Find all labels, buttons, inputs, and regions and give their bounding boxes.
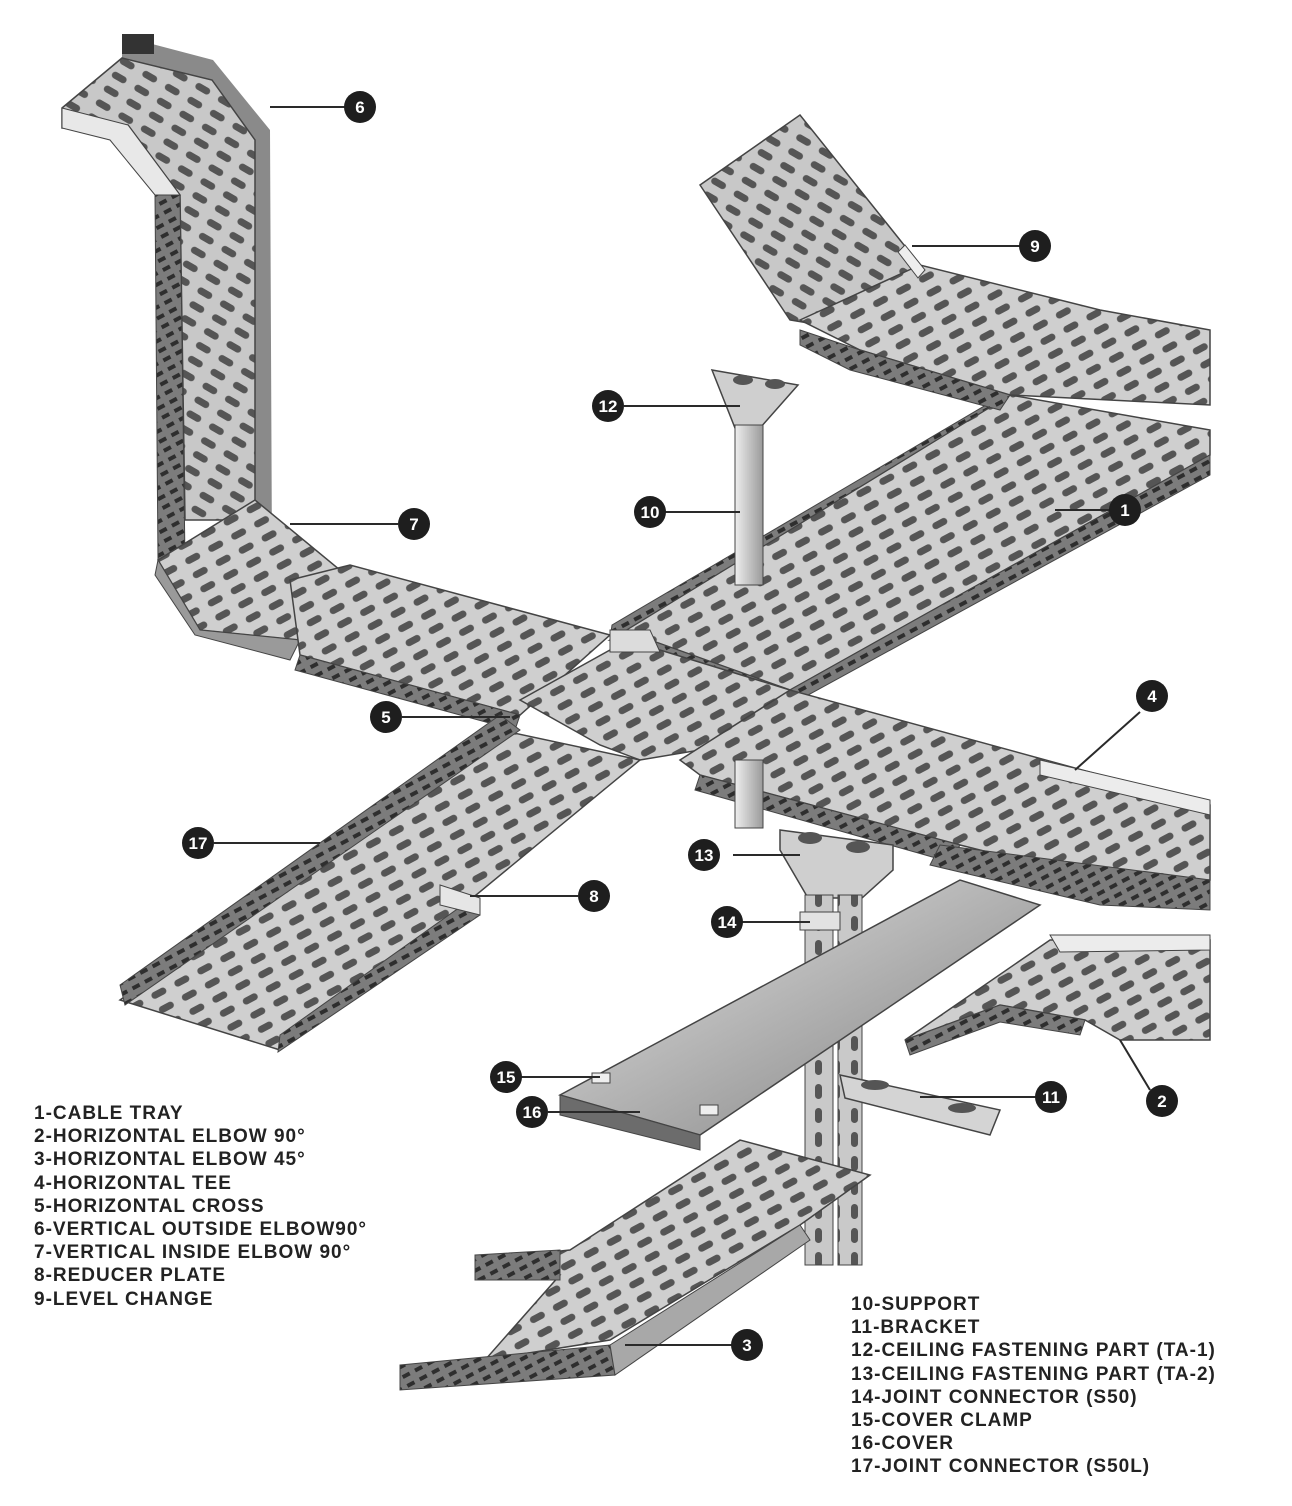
svg-text:11: 11 xyxy=(1042,1088,1060,1107)
svg-text:4: 4 xyxy=(1147,687,1157,706)
horizontal-elbow-90 xyxy=(904,934,1211,1056)
legend-item: 9-LEVEL CHANGE xyxy=(34,1288,214,1310)
svg-text:10: 10 xyxy=(641,503,660,522)
svg-text:1: 1 xyxy=(1120,501,1129,520)
legend-left: 1-CABLE TRAY 2-HORIZONTAL ELBOW 90° 3-HO… xyxy=(34,1102,367,1311)
callout-7: 7 xyxy=(398,508,430,540)
legend-item: 6-VERTICAL OUTSIDE ELBOW90° xyxy=(34,1219,368,1241)
legend-item: 2-HORIZONTAL ELBOW 90° xyxy=(34,1126,306,1148)
svg-text:13: 13 xyxy=(695,846,714,865)
support-upper xyxy=(710,369,800,829)
callout-15: 15 xyxy=(490,1061,522,1093)
callout-10: 10 xyxy=(634,496,666,528)
legend-item: 3-HORIZONTAL ELBOW 45° xyxy=(34,1149,306,1171)
legend-item: 16-COVER xyxy=(851,1433,955,1455)
callout-3: 3 xyxy=(731,1329,763,1361)
legend-item: 14-JOINT CONNECTOR (S50) xyxy=(851,1386,1138,1408)
callout-16: 16 xyxy=(516,1096,548,1128)
legend-item: 7-VERTICAL INSIDE ELBOW 90° xyxy=(34,1242,352,1264)
callout-8: 8 xyxy=(578,880,610,912)
svg-text:16: 16 xyxy=(523,1103,542,1122)
level-change xyxy=(698,113,1211,411)
callout-5: 5 xyxy=(370,701,402,733)
legend-item: 17-JOINT CONNECTOR (S50L) xyxy=(851,1456,1151,1478)
legend-item: 5-HORIZONTAL CROSS xyxy=(34,1195,265,1217)
svg-text:2: 2 xyxy=(1157,1092,1166,1111)
tray-lower-left xyxy=(118,714,642,1054)
svg-text:9: 9 xyxy=(1030,237,1039,256)
legend-item: 12-CEILING FASTENING PART (TA-1) xyxy=(851,1340,1216,1362)
callout-6: 6 xyxy=(344,91,376,123)
bracket xyxy=(839,1074,1002,1136)
legend-item: 10-SUPPORT xyxy=(851,1294,981,1315)
callout-14: 14 xyxy=(711,906,743,938)
cable-tray-main xyxy=(607,384,1211,706)
svg-text:14: 14 xyxy=(718,913,737,932)
vertical-elbow-section xyxy=(61,34,272,561)
svg-text:7: 7 xyxy=(409,515,418,534)
legend-item: 1-CABLE TRAY xyxy=(34,1103,184,1124)
legend-item: 4-HORIZONTAL TEE xyxy=(34,1172,232,1194)
svg-text:15: 15 xyxy=(497,1068,516,1087)
callout-1: 1 xyxy=(1109,494,1141,526)
legend-item: 13-CEILING FASTENING PART (TA-2) xyxy=(851,1363,1216,1385)
legend-item: 15-COVER CLAMP xyxy=(851,1410,1033,1432)
svg-text:6: 6 xyxy=(355,98,364,117)
leader-lines xyxy=(214,106,1151,1346)
svg-text:8: 8 xyxy=(589,887,598,906)
callout-13: 13 xyxy=(688,839,720,871)
cover xyxy=(558,879,1042,1151)
callout-12: 12 xyxy=(592,390,624,422)
callout-4: 4 xyxy=(1136,680,1168,712)
callout-11: 11 xyxy=(1035,1081,1067,1113)
legend-right: 10-SUPPORT 11-BRACKET 12-CEILING FASTENI… xyxy=(851,1293,1216,1479)
svg-text:5: 5 xyxy=(381,708,390,727)
legend-item: 11-BRACKET xyxy=(851,1317,981,1339)
svg-text:17: 17 xyxy=(189,834,208,853)
svg-text:3: 3 xyxy=(742,1336,751,1355)
legend-item: 8-REDUCER PLATE xyxy=(34,1265,226,1287)
callout-17: 17 xyxy=(182,827,214,859)
callout-2: 2 xyxy=(1146,1085,1178,1117)
callout-9: 9 xyxy=(1019,230,1051,262)
svg-text:12: 12 xyxy=(599,397,618,416)
horizontal-elbow-45 xyxy=(399,1139,872,1391)
